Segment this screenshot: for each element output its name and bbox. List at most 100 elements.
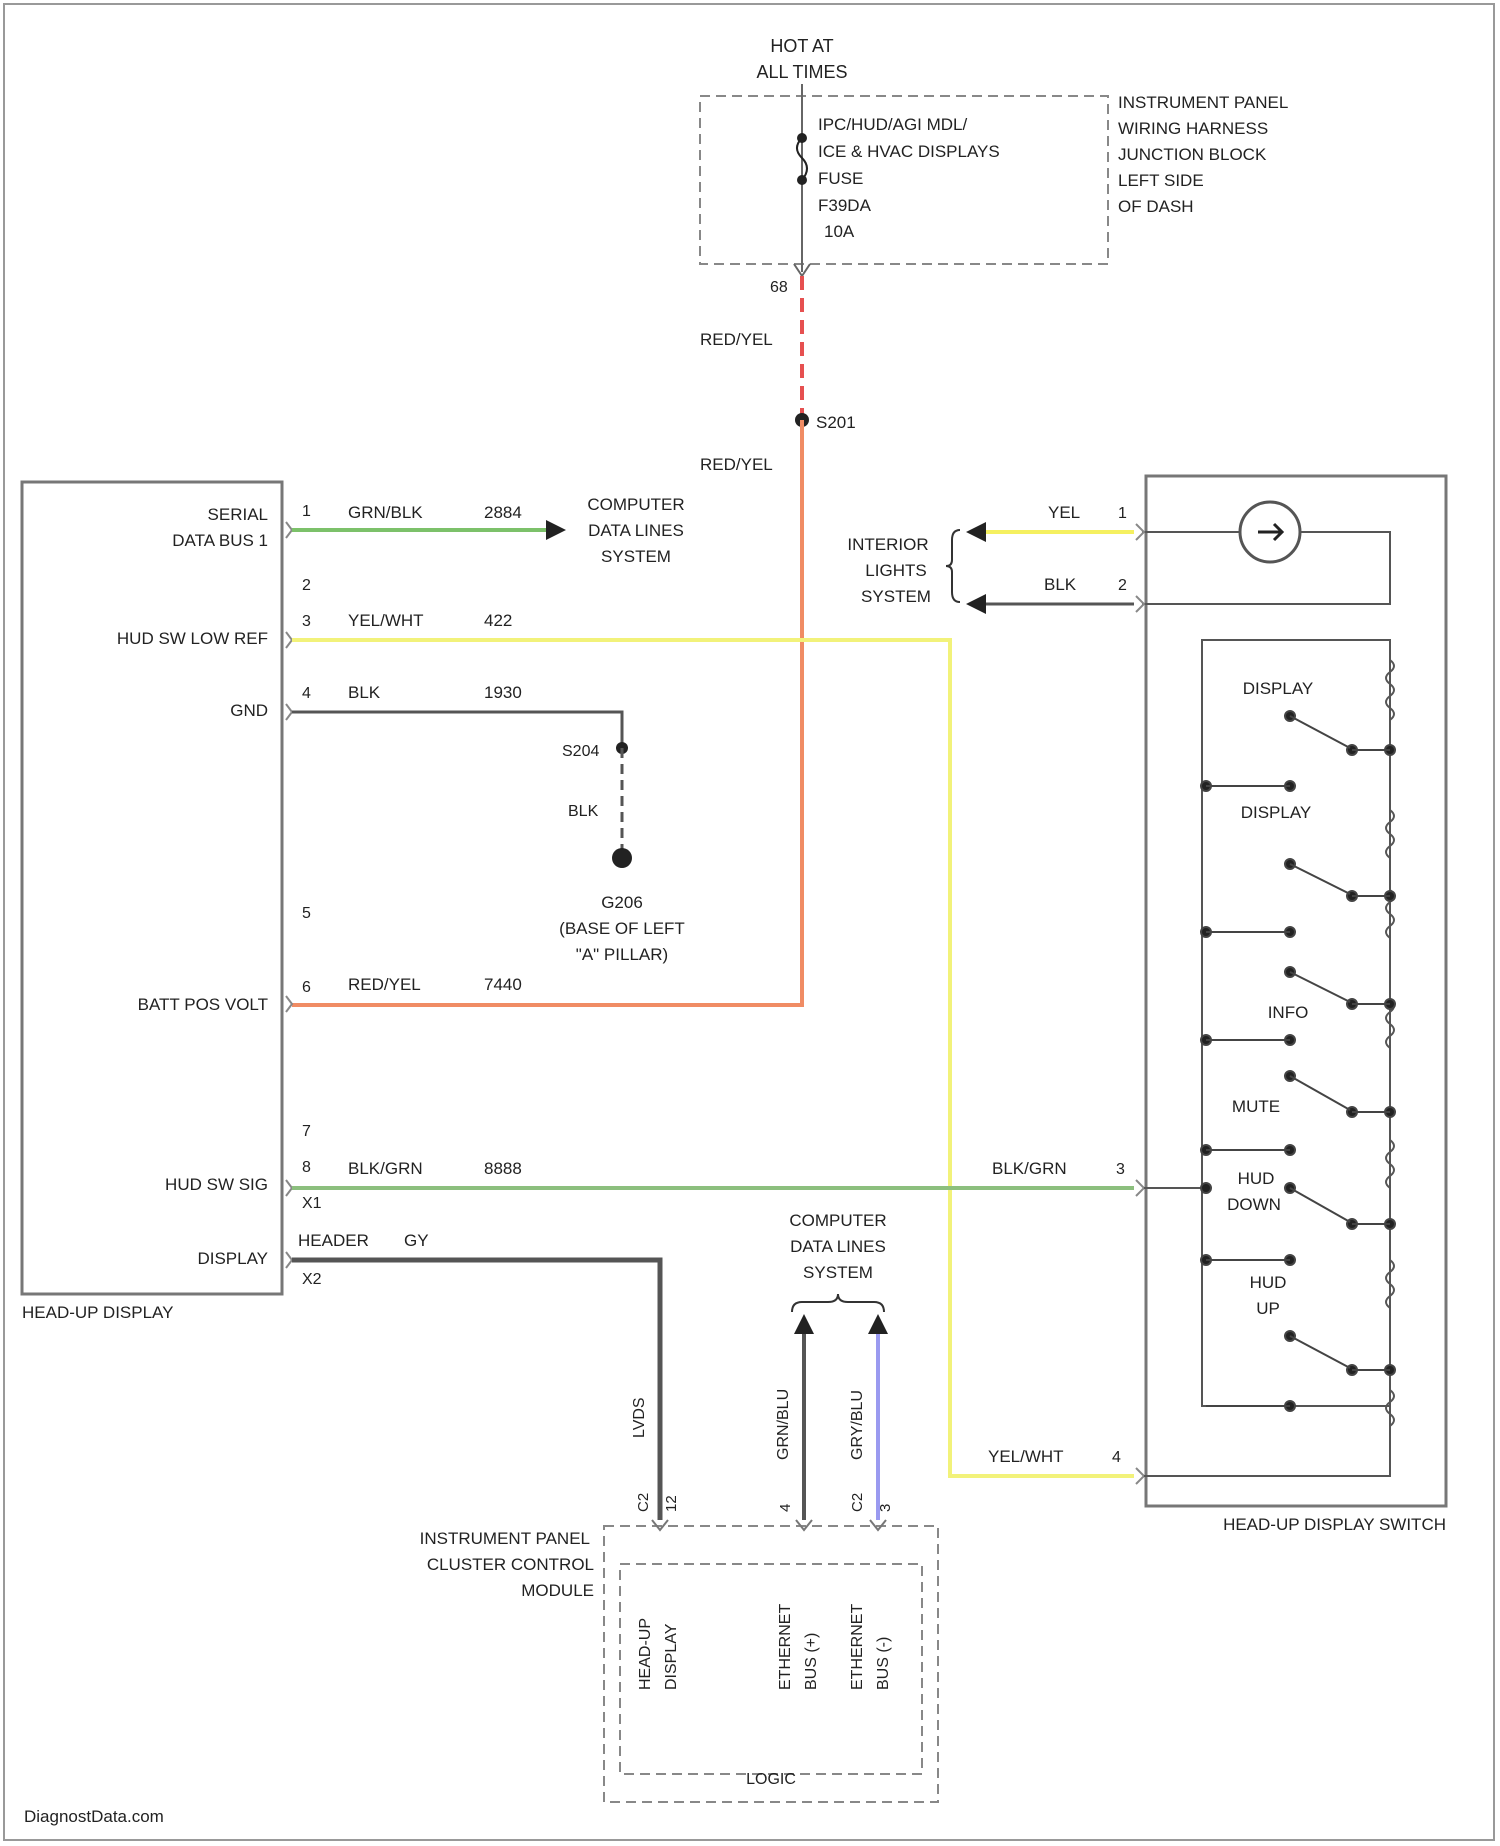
switch-ref-tap bbox=[1144, 1406, 1390, 1476]
fuse-line-4: 10A bbox=[824, 222, 855, 241]
hud-label-low-ref: HUD SW LOW REF bbox=[117, 629, 268, 648]
wire-batt-circuit: 7440 bbox=[484, 975, 522, 994]
wire-low-ref-color: YEL/WHT bbox=[348, 611, 424, 630]
ipc-label-eth-plus-2: BUS (+) bbox=[803, 1633, 820, 1690]
hud-pin-4: 4 bbox=[302, 685, 311, 702]
switch-connector-1 bbox=[1136, 524, 1144, 540]
hud-pin-5: 5 bbox=[302, 905, 311, 922]
switch-ladder-frame bbox=[1202, 640, 1390, 1406]
interior-lights: INTERIOR LIGHTS SYSTEM YEL 1 BLK 2 bbox=[847, 503, 1134, 614]
location-line-4: OF DASH bbox=[1118, 197, 1194, 216]
hud-switch-title: HEAD-UP DISPLAY SWITCH bbox=[1223, 1515, 1446, 1534]
location-line-0: INSTRUMENT PANEL bbox=[1118, 93, 1288, 112]
wire-serial-data-color: GRN/BLK bbox=[348, 503, 423, 522]
hot-label-2: ALL TIMES bbox=[756, 62, 847, 82]
ethernet-wires: COMPUTER DATA LINES SYSTEM GRN/BLU GRY/B… bbox=[775, 1211, 888, 1520]
wire-low-ref: YEL/WHT 422 YEL/WHT bbox=[292, 611, 1134, 1476]
switch-label-hud-up-1: HUD bbox=[1250, 1273, 1287, 1292]
wire-lvds-label: LVDS bbox=[631, 1397, 648, 1438]
head-up-display-module: HEAD-UP DISPLAY SERIAL DATA BUS 1 HUD SW… bbox=[22, 482, 322, 1322]
fuse-line-3: F39DA bbox=[818, 196, 872, 215]
wire-serial-data-arrow bbox=[546, 520, 566, 540]
hud-box bbox=[22, 482, 282, 1294]
hud-label-serial-2: DATA BUS 1 bbox=[172, 531, 268, 550]
wire-ground-color: BLK bbox=[348, 683, 381, 702]
wire-display-header: HEADER GY LVDS bbox=[292, 1231, 660, 1520]
fuse-pin-label: 68 bbox=[770, 279, 788, 296]
interior-brace bbox=[946, 530, 960, 602]
wire-sw-sig-circuit: 8888 bbox=[484, 1159, 522, 1178]
wire-serial-data: GRN/BLK 2884 COMPUTER DATA LINES SYSTEM bbox=[292, 495, 685, 566]
ipc-label-eth-minus-2: BUS (-) bbox=[875, 1637, 892, 1690]
wire-serial-data-circuit: 2884 bbox=[484, 503, 522, 522]
switch-label-hud-up-2: UP bbox=[1256, 1299, 1280, 1318]
ipc-label-eth-plus-1: ETHERNET bbox=[777, 1604, 794, 1690]
cdl-top-line-0: COMPUTER bbox=[587, 495, 684, 514]
hud-pin-6: 6 bbox=[302, 979, 311, 996]
lamp-right-lead bbox=[1142, 532, 1390, 604]
switch-label-mute: MUTE bbox=[1232, 1097, 1280, 1116]
location-line-1: WIRING HARNESS bbox=[1118, 119, 1268, 138]
cdl-bottom-line-1: DATA LINES bbox=[790, 1237, 886, 1256]
interior-line-1: LIGHTS bbox=[865, 561, 926, 580]
interior-yel-label: YEL bbox=[1048, 503, 1080, 522]
hud-title: HEAD-UP DISPLAY bbox=[22, 1303, 173, 1322]
hud-connector-4 bbox=[286, 704, 292, 720]
hud-switch: HEAD-UP DISPLAY SWITCH 3 4 bbox=[1112, 476, 1446, 1534]
cdl-bottom-brace bbox=[792, 1294, 884, 1312]
ground-loc-2: "A" PILLAR) bbox=[576, 945, 668, 964]
wire-batt-color: RED/YEL bbox=[348, 975, 421, 994]
cdl-top-line-2: SYSTEM bbox=[601, 547, 671, 566]
ground-name: G206 bbox=[601, 893, 643, 912]
switch-label-display-2: DISPLAY bbox=[1241, 803, 1312, 822]
wire-sw-ref-color: YEL/WHT bbox=[988, 1447, 1064, 1466]
hud-label-sig: HUD SW SIG bbox=[165, 1175, 268, 1194]
switch-connector-2 bbox=[1136, 596, 1144, 612]
ethernet-minus-arrow bbox=[868, 1314, 888, 1334]
ethernet-minus-color: GRY/BLU bbox=[849, 1390, 866, 1460]
ipc-pin-3: 3 bbox=[877, 1504, 894, 1512]
ethernet-plus-arrow bbox=[794, 1314, 814, 1334]
lamp-icon-glyph bbox=[1258, 524, 1282, 540]
interior-pin-1: 1 bbox=[1118, 505, 1127, 522]
switch-connector-4 bbox=[1136, 1468, 1144, 1484]
hud-connector-1 bbox=[286, 522, 292, 538]
cdl-bottom-line-0: COMPUTER bbox=[789, 1211, 886, 1230]
hud-connector-6 bbox=[286, 996, 292, 1012]
switch-connector-3 bbox=[1136, 1180, 1144, 1196]
wire-sw-sig-color: BLK/GRN bbox=[348, 1159, 423, 1178]
switch-label-info: INFO bbox=[1268, 1003, 1309, 1022]
hud-pin-x2: X2 bbox=[302, 1271, 322, 1288]
hud-pin-x1: X1 bbox=[302, 1195, 322, 1212]
footer-watermark: DiagnostData.com bbox=[24, 1807, 164, 1826]
wire-low-ref-line bbox=[292, 640, 1134, 1476]
ipc-pin-c2-right: C2 bbox=[849, 1493, 866, 1512]
fuse-line-1: ICE & HVAC DISPLAYS bbox=[818, 142, 1000, 161]
wire-display-header-detail: GY bbox=[404, 1231, 429, 1250]
hud-connector-8 bbox=[286, 1180, 292, 1196]
ipc-pin-12: 12 bbox=[663, 1495, 680, 1512]
hud-connector-x2 bbox=[286, 1252, 292, 1268]
ipc-logic-label: LOGIC bbox=[746, 1771, 796, 1788]
wire-display-header-label: HEADER bbox=[298, 1231, 369, 1250]
interior-pin-2: 2 bbox=[1118, 577, 1127, 594]
interior-line-0: INTERIOR bbox=[847, 535, 928, 554]
splice-s201-label: S201 bbox=[816, 413, 856, 432]
switch-label-display-1: DISPLAY bbox=[1243, 679, 1314, 698]
wire-display-header-line bbox=[292, 1260, 660, 1520]
fuse-block: HOT AT ALL TIMES IPC/HUD/AGI MDL/ ICE & … bbox=[700, 36, 1288, 296]
ground-icon bbox=[612, 848, 632, 868]
ipc-name-3: MODULE bbox=[521, 1581, 594, 1600]
location-line-2: JUNCTION BLOCK bbox=[1118, 145, 1267, 164]
hud-pin-8: 8 bbox=[302, 1159, 311, 1176]
interior-yel-arrow bbox=[966, 522, 986, 542]
ipc-pin-c2-left: C2 bbox=[635, 1493, 652, 1512]
interior-line-2: SYSTEM bbox=[861, 587, 931, 606]
ipc-pin-4: 4 bbox=[777, 1504, 794, 1512]
fuse-line-0: IPC/HUD/AGI MDL/ bbox=[818, 115, 968, 134]
ground-wire-label: BLK bbox=[568, 803, 599, 820]
ground-loc-1: (BASE OF LEFT bbox=[559, 919, 685, 938]
cdl-top-line-1: DATA LINES bbox=[588, 521, 684, 540]
ipc-module: INSTRUMENT PANEL CLUSTER CONTROL MODULE … bbox=[420, 1493, 938, 1802]
